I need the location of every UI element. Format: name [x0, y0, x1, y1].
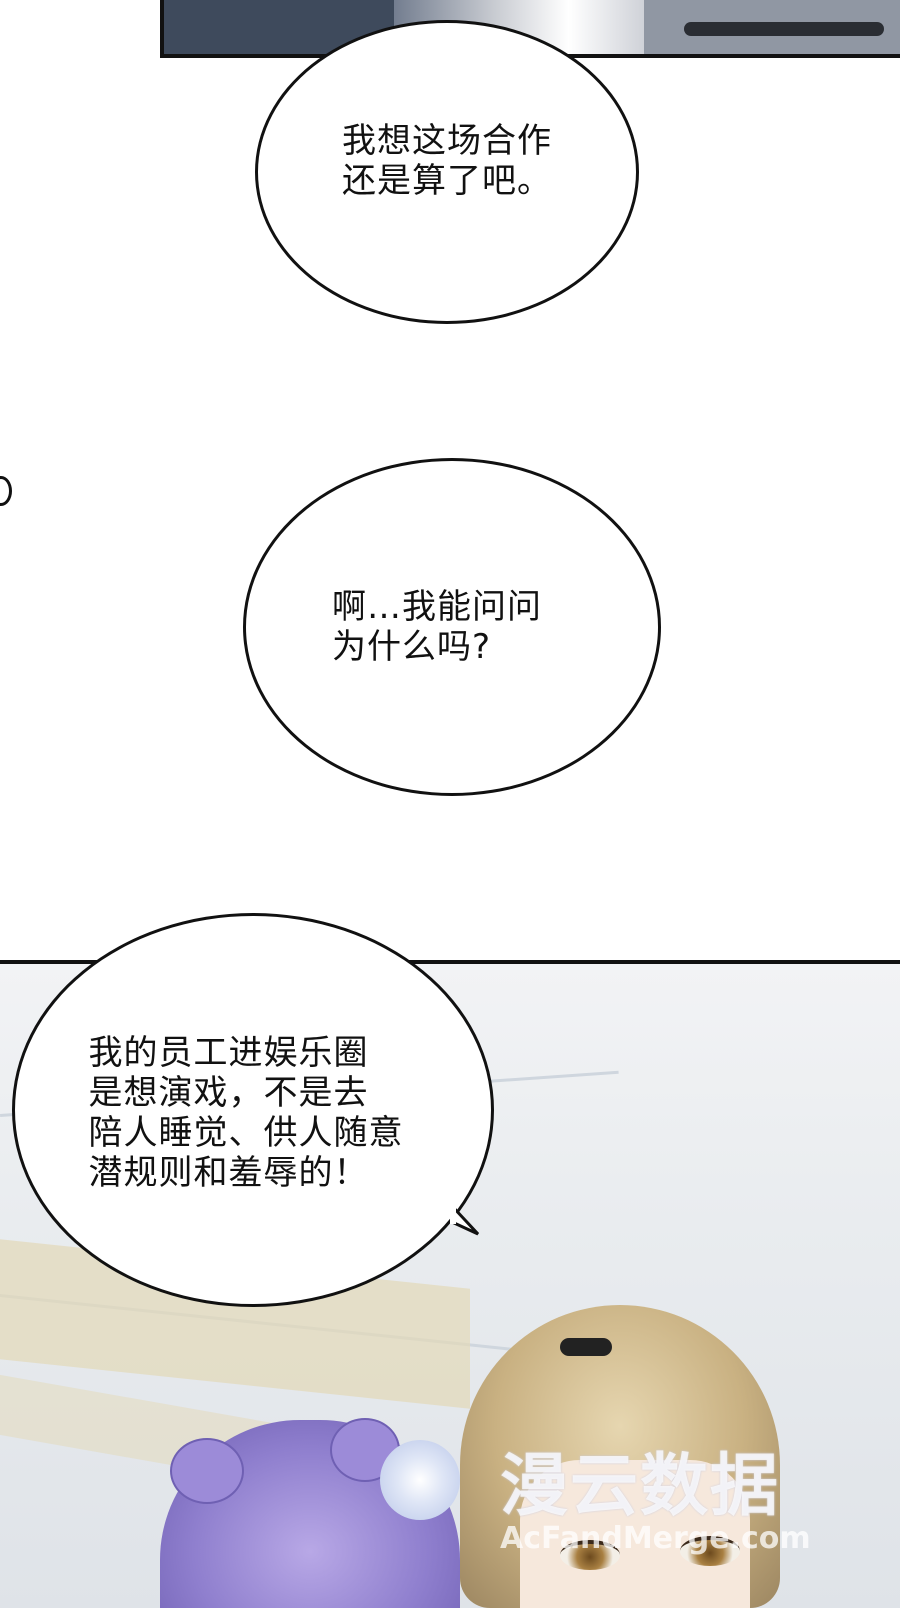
bubble-1-text: 我想这场合作 还是算了吧。: [342, 121, 552, 201]
bubble-3-text: 我的员工进娱乐圈 是想演戏，不是去 陪人睡觉、供人随意 潜规则和羞辱的！: [88, 1033, 404, 1193]
speech-bubble-1: 我想这场合作 还是算了吧。: [255, 20, 639, 324]
right-eye: [680, 1536, 740, 1566]
blonde-girl-face: [520, 1460, 750, 1608]
hair-bun-left: [170, 1438, 244, 1504]
speech-bubble-2: 啊…我能问问 为什么吗?: [243, 458, 661, 796]
bubble-3-tail: [450, 1204, 480, 1236]
bubble-2-text: 啊…我能问问 为什么吗?: [332, 587, 542, 667]
cutoff-bubble-edge: [0, 476, 12, 506]
watermark-sub: AcFandMerge.com: [500, 1521, 811, 1556]
hair-flowers: [380, 1440, 460, 1520]
left-eye: [560, 1540, 620, 1570]
figure-belt: [684, 22, 884, 36]
hair-tie: [560, 1338, 612, 1356]
speech-bubble-3: 我的员工进娱乐圈 是想演戏，不是去 陪人睡觉、供人随意 潜规则和羞辱的！: [12, 913, 494, 1307]
watermark-main: 漫云数据: [500, 1447, 781, 1526]
top-panel-art: [160, 0, 900, 58]
watermark: 漫云数据 AcFandMerge.com: [500, 1430, 880, 1580]
